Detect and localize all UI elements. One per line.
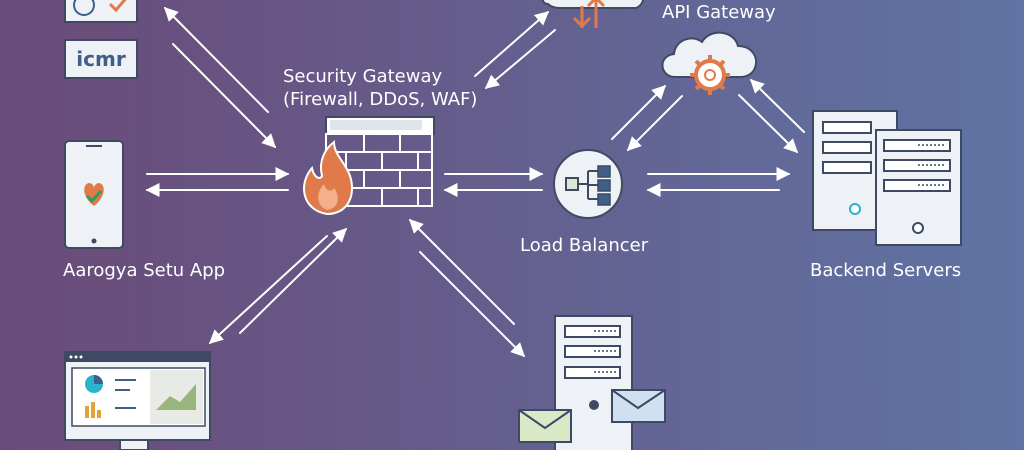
load-balancer-icon bbox=[553, 149, 623, 219]
arrow-backend-to-api bbox=[750, 79, 805, 133]
phone-app-icon bbox=[64, 140, 124, 249]
security-gateway-subtitle: (Firewall, DDoS, WAF) bbox=[283, 89, 478, 110]
arrow-api-to-lb bbox=[627, 95, 683, 151]
arrow-api-to-backend bbox=[738, 94, 798, 153]
arrow-firewall-to-mygov bbox=[164, 7, 269, 113]
arrow-firewall-to-dashboard bbox=[208, 235, 328, 344]
arrow-firewall-to-mail bbox=[419, 251, 525, 357]
arrow-lb-to-api bbox=[611, 85, 666, 140]
security-gateway-title: Security Gateway bbox=[283, 66, 443, 87]
arrow-mygov-to-firewall bbox=[172, 43, 276, 148]
icmr-logo: icmr bbox=[64, 39, 138, 79]
backend-servers-label: Backend Servers bbox=[810, 260, 962, 281]
firewall-icon bbox=[303, 116, 435, 216]
envelope-icon bbox=[518, 409, 572, 443]
flame-icon bbox=[303, 140, 354, 216]
icmr-logo-text: icmr bbox=[76, 47, 126, 71]
api-gateway-cloud-icon bbox=[661, 31, 757, 95]
cloud-upload-icon bbox=[541, 0, 644, 29]
arrow-firewall-to-upload bbox=[474, 11, 550, 77]
arrow-upload-to-firewall bbox=[484, 29, 556, 89]
app-label: Aarogya Setu App bbox=[63, 260, 226, 281]
mail-server-icon bbox=[518, 315, 666, 450]
arrow-mail-to-firewall bbox=[409, 219, 515, 325]
load-balancer-label: Load Balancer bbox=[520, 235, 649, 256]
envelope-icon bbox=[611, 389, 666, 423]
heart-icon bbox=[84, 183, 104, 206]
mygov-logo bbox=[64, 0, 138, 23]
dashboard-monitor-icon bbox=[64, 351, 211, 450]
backend-server-icon bbox=[812, 110, 962, 246]
arrow-dashboard-to-firewall bbox=[239, 228, 347, 334]
connectors bbox=[145, 7, 805, 357]
api-gateway-label: API Gateway bbox=[662, 2, 776, 23]
